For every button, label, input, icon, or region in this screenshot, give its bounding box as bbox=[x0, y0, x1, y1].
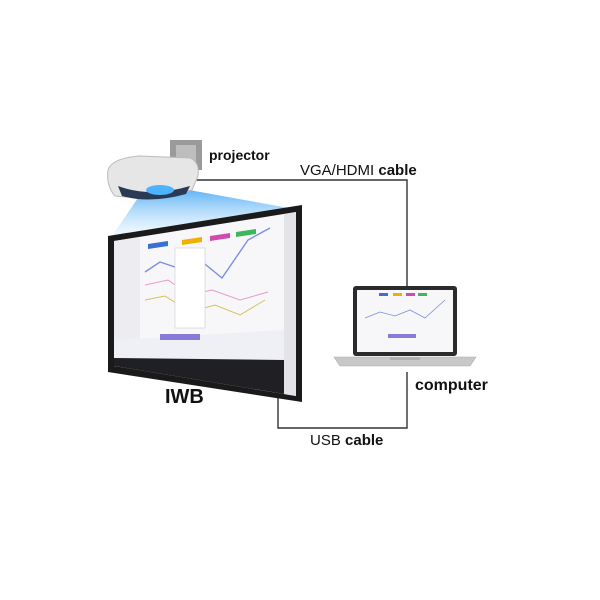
usb-cable-label: USB cable bbox=[310, 432, 383, 449]
vga-hdmi-cable bbox=[190, 179, 408, 288]
laptop-icon bbox=[333, 286, 477, 367]
vga-cable-word: cable bbox=[378, 162, 417, 179]
projector-label: projector bbox=[209, 147, 270, 163]
computer-label: computer bbox=[415, 377, 488, 394]
vga-hdmi-text: VGA/HDMI bbox=[300, 162, 375, 179]
interactive-whiteboard-icon bbox=[108, 205, 302, 402]
iwb-label: IWB bbox=[165, 386, 204, 408]
usb-cable bbox=[277, 372, 408, 429]
vga-hdmi-cable-label: VGA/HDMI cable bbox=[300, 162, 417, 179]
usb-text: USB bbox=[310, 432, 341, 449]
projector-icon bbox=[107, 140, 202, 200]
usb-cable-word: cable bbox=[345, 432, 384, 449]
projector-beam bbox=[112, 188, 300, 236]
